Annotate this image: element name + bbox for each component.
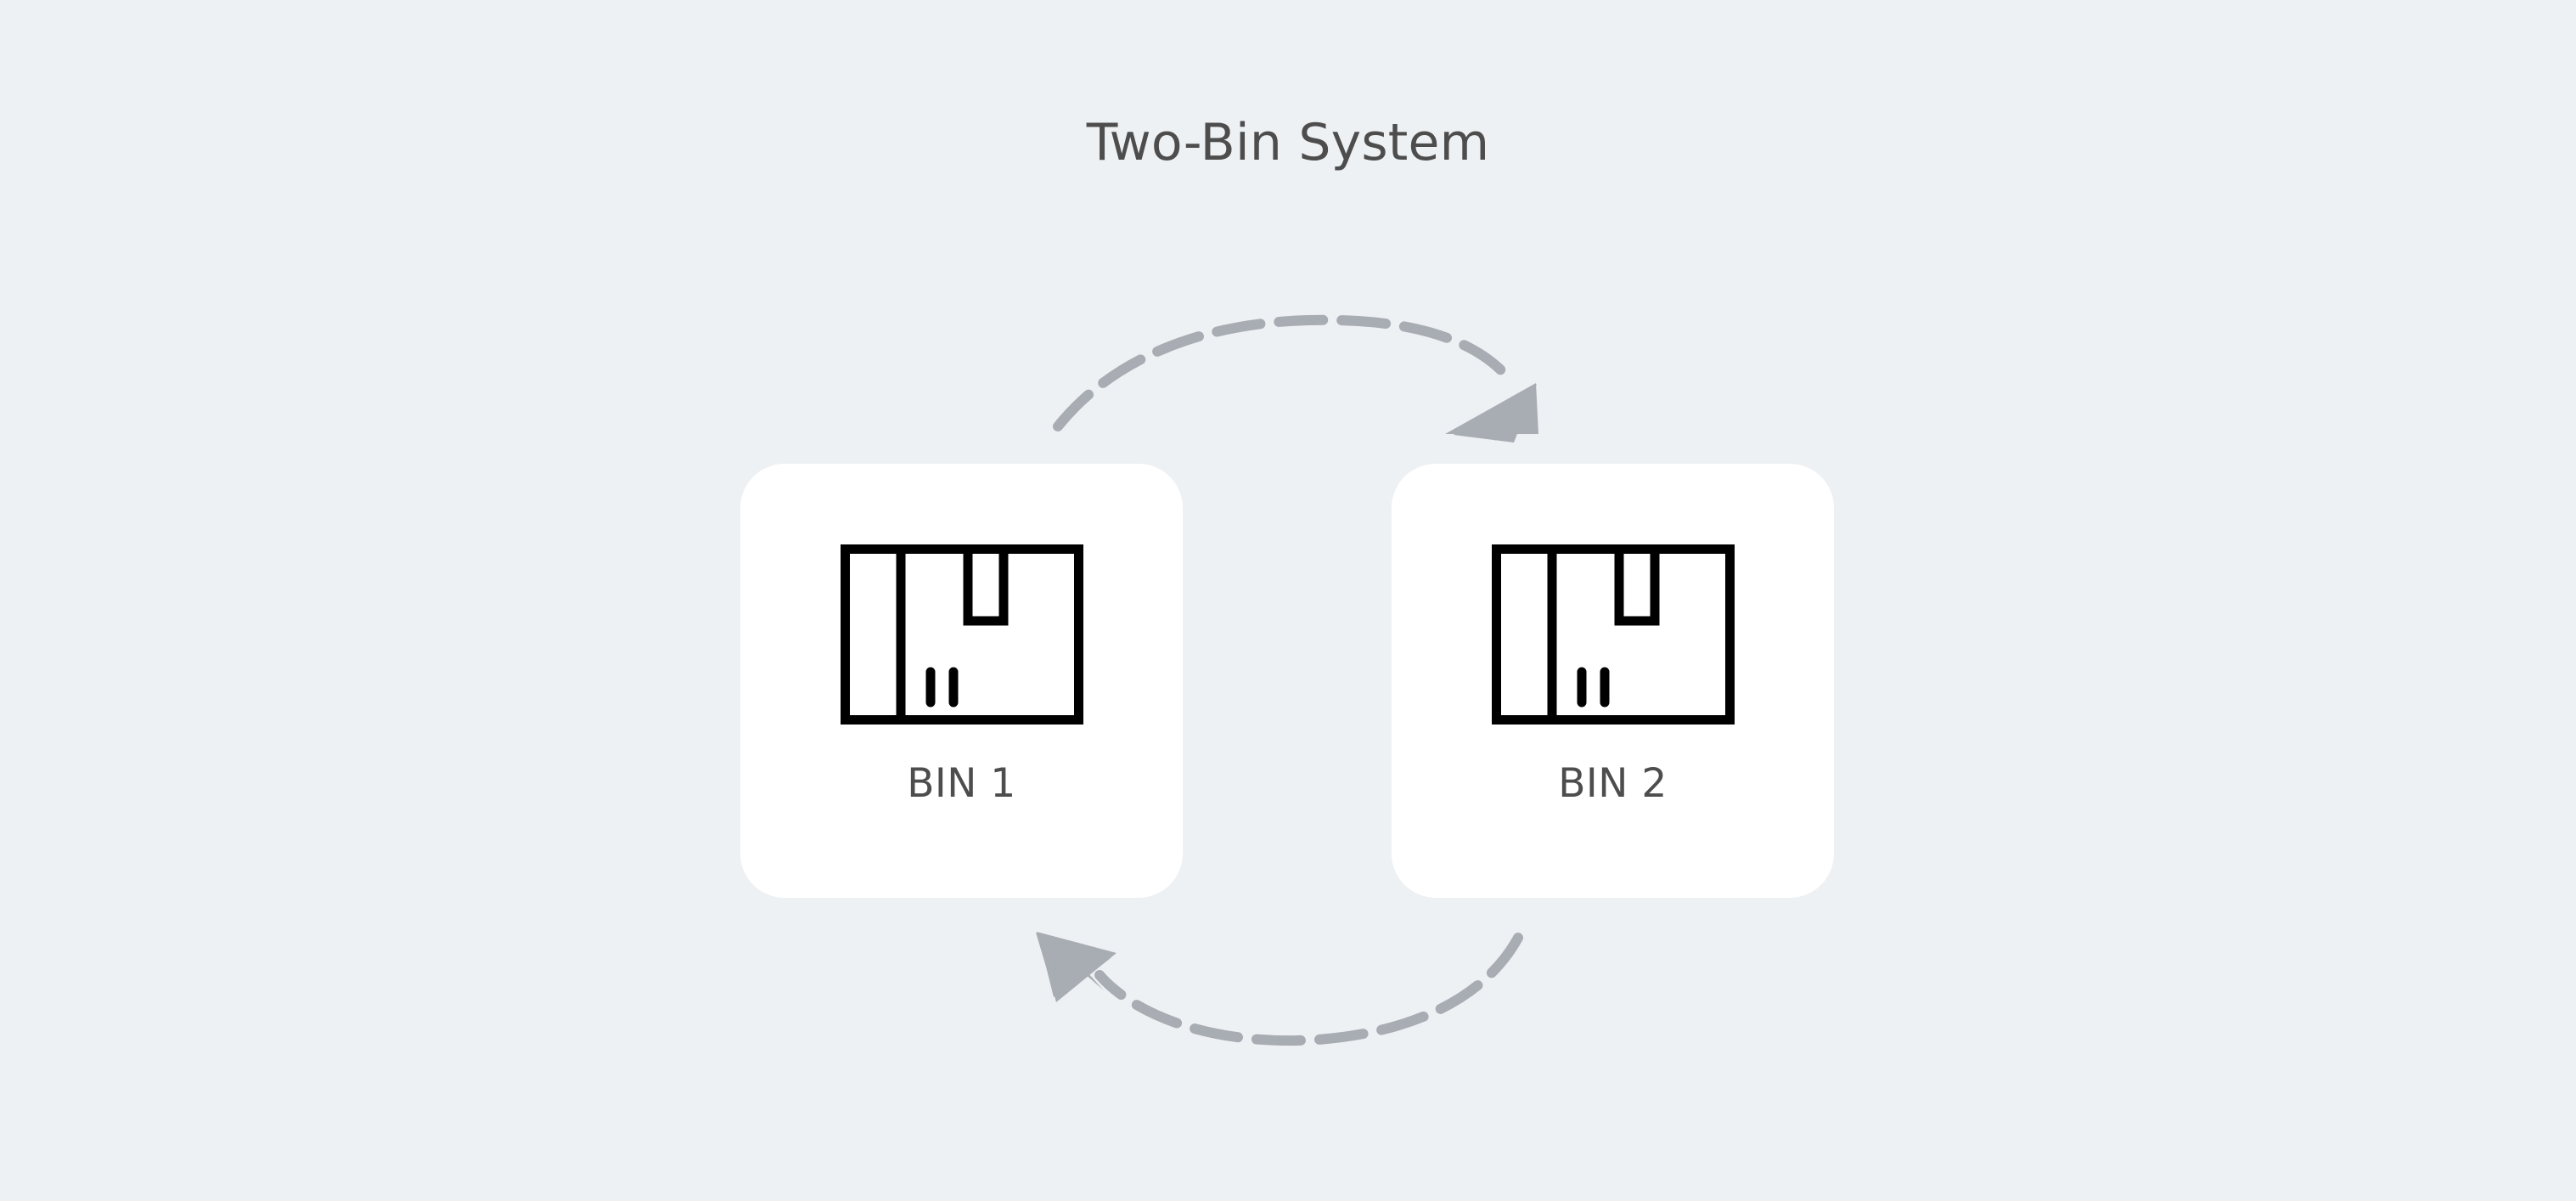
package-box-icon (1491, 544, 1735, 725)
page-title: Two-Bin System (1086, 113, 1490, 172)
bin-card-2[interactable]: BIN 2 (1392, 464, 1834, 898)
bin-card-1[interactable]: BIN 1 (740, 464, 1183, 898)
package-box-icon (840, 544, 1083, 725)
arrow-bin2-to-bin1 (1036, 932, 1523, 1046)
arrow-bin1-to-bin2 (1053, 314, 1538, 443)
bin-label-1: BIN 1 (907, 760, 1016, 807)
bin-label-2: BIN 2 (1558, 760, 1668, 807)
